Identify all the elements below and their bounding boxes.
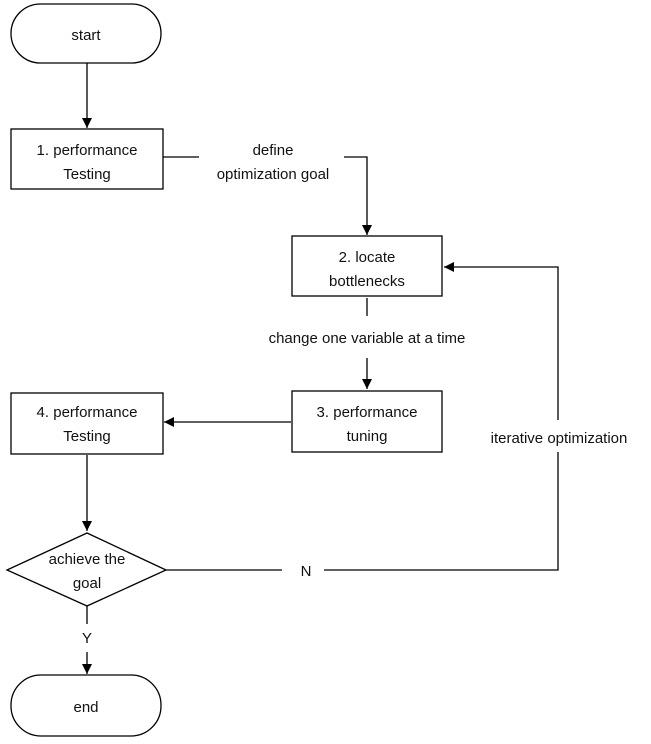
iterative-optimization-label: iterative optimization xyxy=(491,430,628,447)
define-goal-label-line1: define xyxy=(253,142,294,159)
performance-testing-1-line1: 1. performance xyxy=(37,142,138,159)
edge-iterative-to-locate xyxy=(444,262,559,420)
performance-testing-1-line2: Testing xyxy=(63,166,111,183)
performance-testing-4-node xyxy=(10,392,164,455)
performance-tuning-line2: tuning xyxy=(347,428,388,445)
define-goal-label-line2: optimization goal xyxy=(217,166,330,183)
decision-line2: goal xyxy=(73,575,101,592)
no-label: N xyxy=(301,563,312,580)
decision-line1: achieve the xyxy=(49,551,126,568)
decision-node xyxy=(5,532,168,607)
start-label: start xyxy=(71,27,101,44)
yes-label: Y xyxy=(82,630,92,647)
end-node xyxy=(10,674,162,737)
performance-tuning-node xyxy=(291,390,443,453)
end-label: end xyxy=(73,699,98,716)
performance-testing-1-node xyxy=(10,128,164,190)
edge-no-loop xyxy=(324,452,559,571)
locate-bottlenecks-node xyxy=(291,235,443,297)
change-variable-label: change one variable at a time xyxy=(269,330,466,347)
performance-testing-4-line2: Testing xyxy=(63,428,111,445)
edge-testing-to-locate xyxy=(163,156,367,235)
start-node xyxy=(10,3,162,64)
locate-bottlenecks-line2: bottlenecks xyxy=(329,273,405,290)
performance-tuning-line1: 3. performance xyxy=(317,404,418,421)
locate-bottlenecks-line1: 2. locate xyxy=(339,249,396,266)
performance-testing-4-line1: 4. performance xyxy=(37,404,138,421)
